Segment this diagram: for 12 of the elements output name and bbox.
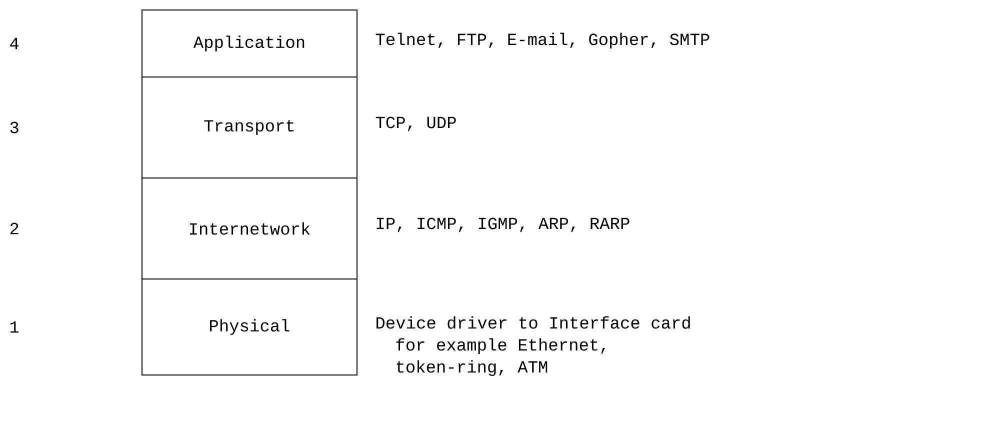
layer-number: 1 xyxy=(10,321,19,333)
protocol-list: Device driver to Interface card for example Ethernet, token-ring, ATM xyxy=(376,316,690,376)
layer-number: 4 xyxy=(10,38,19,50)
protocol-list: IP, ICMP, IGMP, ARP, RARP xyxy=(376,218,630,232)
layer-box: Physical xyxy=(142,278,358,376)
layer-box: Application xyxy=(142,10,358,78)
layer-number: 2 xyxy=(10,222,18,234)
layer-box: Transport xyxy=(142,76,358,178)
protocol-list: Telnet, FTP, E-mail, Gopher, SMTP xyxy=(376,32,710,49)
layer-box: Internetwork xyxy=(142,178,358,280)
protocol-list: TCP, UDP xyxy=(376,116,456,132)
layer-number: 3 xyxy=(10,122,18,134)
